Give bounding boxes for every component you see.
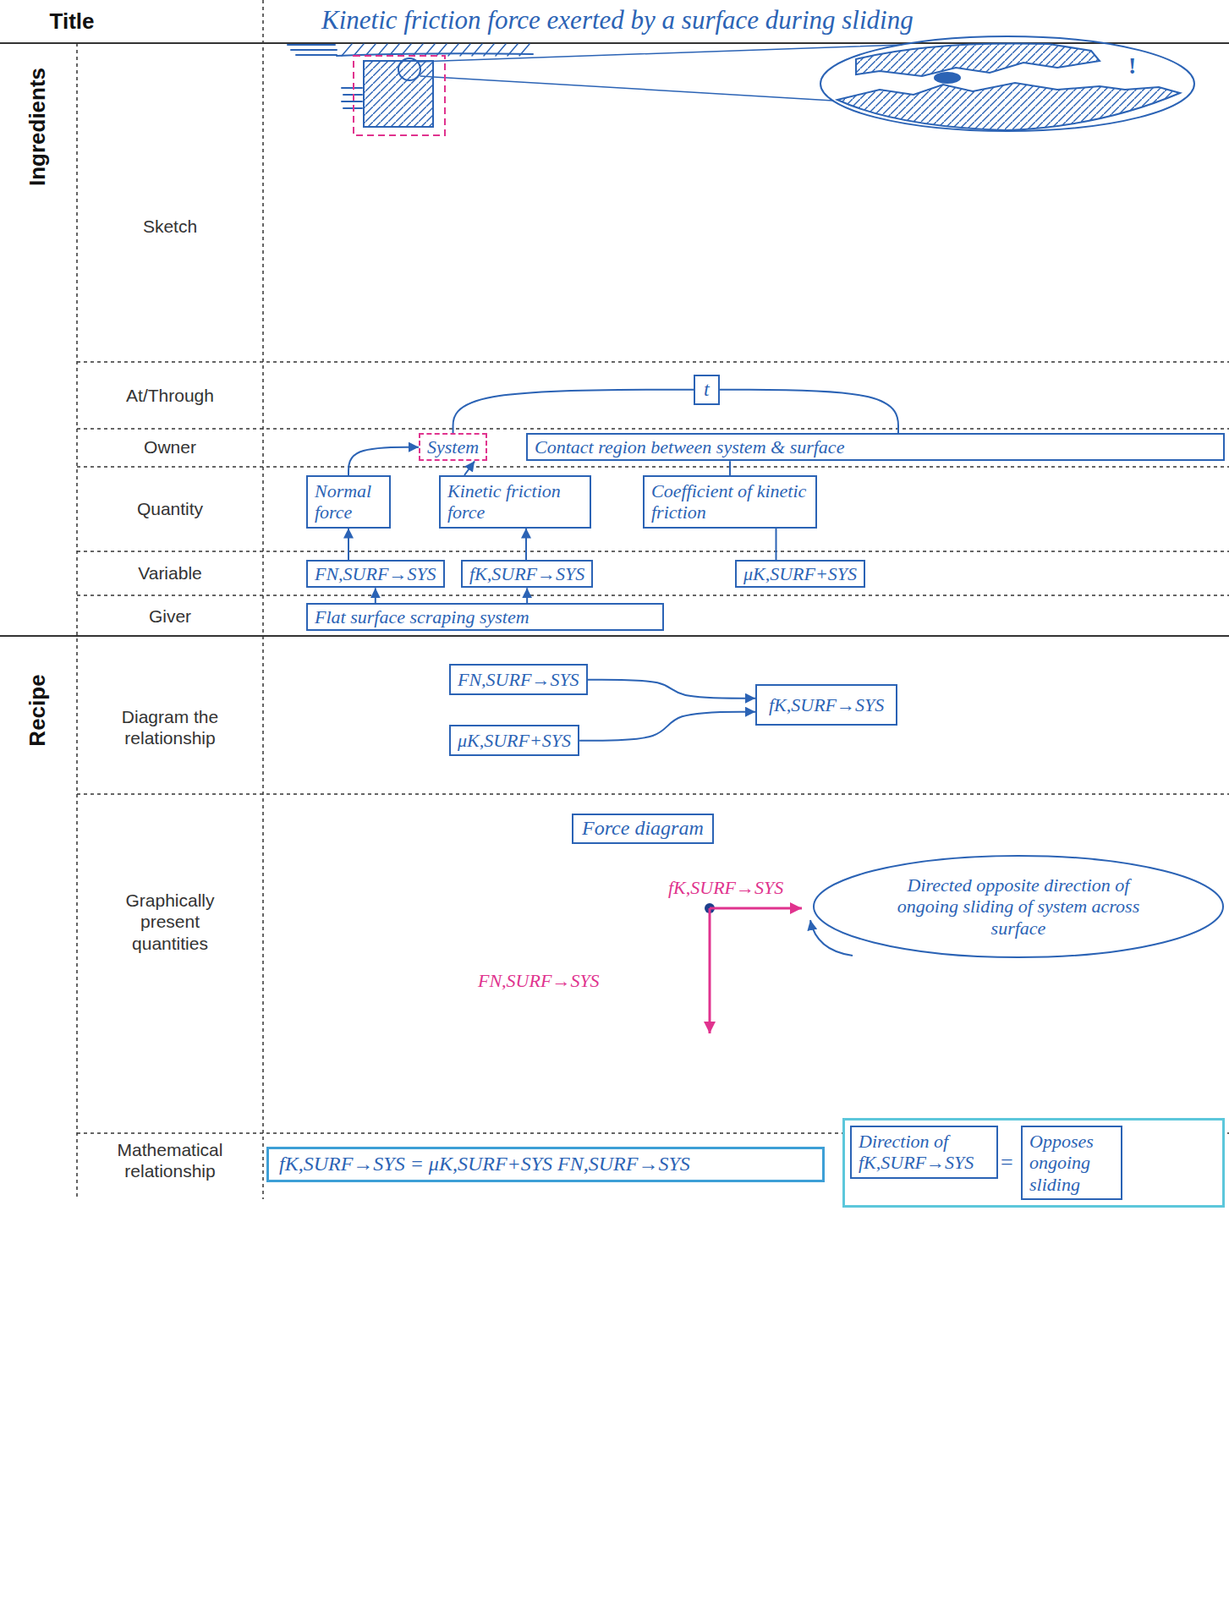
row-label: Variable <box>76 562 264 584</box>
node-text: = <box>1000 1150 1014 1176</box>
zoom-lines <box>417 44 902 101</box>
variable-box: fK,SURF→SYS <box>460 559 593 588</box>
variable-box: μK,SURF+SYS <box>735 559 866 588</box>
connector-arrow <box>374 587 377 604</box>
owner-box: System <box>418 433 488 461</box>
owner-box: Contact region between system & surface <box>526 433 1225 461</box>
connector-arrow <box>587 680 756 699</box>
connector-arrow <box>464 460 475 476</box>
callout-ellipse: Directed opposite direction of ongoing s… <box>812 854 1225 960</box>
connector-arrow <box>348 447 419 476</box>
rule-box: = Direction of fK,SURF→SYS Opposes ongoing… <box>842 1118 1225 1208</box>
formula-box: fK,SURF→SYS = μK,SURF+SYS FN,SURF→SYS <box>266 1146 825 1183</box>
grid-line <box>262 0 264 1200</box>
giver-box: Flat surface scraping system <box>306 603 664 631</box>
row-label: Giver <box>76 605 264 627</box>
grid-line <box>76 793 1229 796</box>
node-text: μK,SURF+SYS <box>743 563 857 585</box>
node-text: fK,SURF→SYS <box>469 563 585 585</box>
row-label: Mathematical relationship <box>106 1139 234 1182</box>
node-text: Coefficient of kinetic friction <box>651 480 809 524</box>
grid-line <box>76 361 1229 363</box>
node-text: Force diagram <box>581 817 704 841</box>
ellipse-outline <box>813 855 1224 958</box>
row-label: Sketch <box>76 215 264 237</box>
zoom-circle <box>398 58 421 81</box>
zoom-ellipse <box>820 36 1195 132</box>
grid-line <box>76 43 78 1200</box>
system-boundary <box>353 55 445 136</box>
page-title: Kinetic friction force exerted by a surf… <box>321 5 914 36</box>
contact-blob <box>933 71 961 84</box>
node-text: Normal force <box>314 480 383 524</box>
variable-box: fK,SURF→SYS <box>755 684 898 726</box>
node-text: Contact region between system & surface <box>534 436 1217 458</box>
node-text: μK,SURF+SYS <box>457 729 571 752</box>
connector-line <box>719 389 899 434</box>
row-label: Diagram the relationship <box>76 706 264 749</box>
grid-line <box>76 427 1229 430</box>
normal-arrow <box>708 908 712 1034</box>
force-label: fK,SURF→SYS <box>668 877 784 900</box>
section-label: Ingredients <box>24 67 51 187</box>
quantity-box: Normal force <box>306 475 391 529</box>
node-text: FN,SURF→SYS <box>314 563 437 585</box>
row-label: Owner <box>76 436 264 458</box>
motion-strokes <box>341 87 363 109</box>
upper-surface <box>855 43 1100 77</box>
node-text: fK,SURF→SYS <box>768 694 884 716</box>
rule-part-box: Opposes ongoing sliding <box>1020 1125 1123 1201</box>
node-text: Directed opposite direction of ongoing s… <box>879 874 1158 939</box>
time-box: t <box>693 374 720 406</box>
row-label: Graphically present quantities <box>115 889 225 955</box>
node-text: Kinetic friction force <box>447 480 583 524</box>
row-label: At/Through <box>76 384 264 407</box>
grid-line <box>76 550 1229 553</box>
lower-surface <box>837 82 1180 131</box>
row-label: Quantity <box>76 498 264 520</box>
connector-line <box>729 460 731 476</box>
variable-box: FN,SURF→SYS <box>306 559 445 588</box>
friction-arrow <box>709 907 802 911</box>
connector-line <box>453 389 694 434</box>
connector-line <box>775 528 778 560</box>
node-text: FN,SURF→SYS <box>457 669 580 691</box>
grid-line <box>76 466 1229 468</box>
row-heading: Title <box>16 8 127 35</box>
connector-arrow <box>525 528 527 560</box>
node-text: System <box>427 436 479 458</box>
force-label: FN,SURF→SYS <box>477 970 600 993</box>
sketch-mark: ! <box>1128 51 1136 81</box>
node-text: Flat surface scraping system <box>314 606 656 628</box>
connector-arrow <box>347 528 350 560</box>
quantity-box: Coefficient of kinetic friction <box>642 475 818 529</box>
grid-line <box>76 594 1229 597</box>
node-text: Opposes ongoing sliding <box>1029 1130 1114 1196</box>
node-text: Direction of fK,SURF→SYS <box>858 1130 990 1175</box>
connector-arrow <box>526 587 528 604</box>
connector-arrow <box>579 712 756 741</box>
quantity-box: Kinetic friction force <box>438 475 592 529</box>
node-text: t <box>703 378 710 402</box>
node-text: fK,SURF→SYS = μK,SURF+SYS FN,SURF→SYS <box>279 1152 813 1177</box>
section-label: Recipe <box>24 674 51 747</box>
variable-box: μK,SURF+SYS <box>449 724 580 757</box>
heading-box: Force diagram <box>571 813 714 845</box>
surface-hatch <box>341 43 530 56</box>
variable-box: FN,SURF→SYS <box>449 663 588 696</box>
rule-part-box: Direction of fK,SURF→SYS <box>850 1125 999 1180</box>
grid-line <box>0 635 1229 637</box>
wall-strokes <box>287 44 337 55</box>
